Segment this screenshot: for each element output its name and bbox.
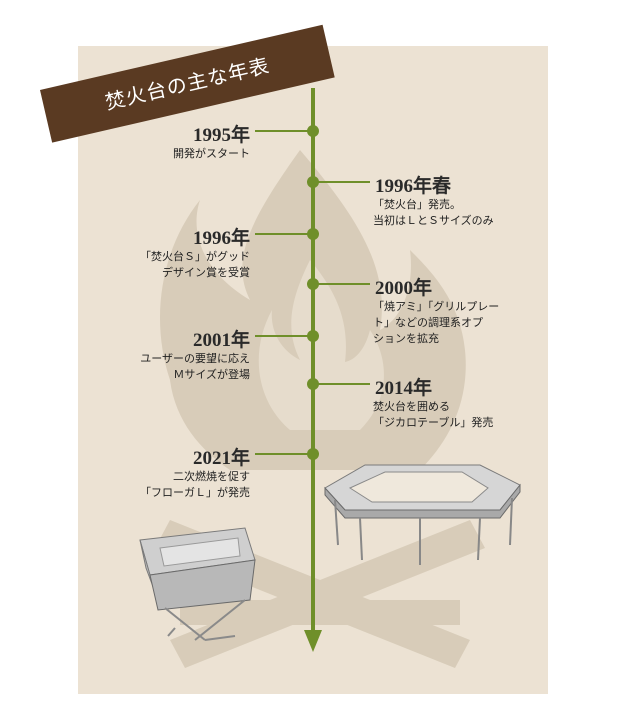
event-year: 1996年 [192, 228, 250, 249]
event-year: 2014年 [375, 378, 433, 399]
node-2014 [307, 378, 319, 390]
node-1996-spring [307, 176, 319, 188]
log-bottom-icon [180, 600, 460, 625]
event-year: 1996年春 [375, 176, 452, 197]
flame-inner-icon [258, 260, 384, 430]
node-2000 [307, 278, 319, 290]
log-right-icon [170, 520, 485, 668]
event-description: 「焚火台」発売。 当初はＬとＳサイズのみ [373, 198, 494, 227]
event-year: 1995年 [192, 125, 250, 146]
event-description: 二次燃焼を促す 「フローガＬ」が発売 [140, 470, 250, 499]
jikaro-table-illustration [324, 464, 521, 565]
event-year: 2000年 [375, 278, 433, 299]
event-year: 2001年 [192, 330, 250, 351]
node-1996 [307, 228, 319, 240]
node-1995 [307, 125, 319, 137]
firepit-flogas-illustration [139, 527, 256, 641]
node-2001 [307, 330, 319, 342]
event-description: 「焚火台Ｓ」がグッド デザイン賞を受賞 [140, 250, 250, 279]
event-description: 開発がスタート [173, 147, 250, 160]
event-description: 焚火台を囲める 「ジカロテーブル」発売 [373, 400, 494, 429]
timeline-arrowhead [304, 630, 322, 652]
node-2021 [307, 448, 319, 460]
event-description: ユーザーの要望に応え Ｍサイズが登場 [140, 352, 250, 381]
event-year: 2021年 [192, 448, 250, 469]
event-description: 「焼アミ」「グリルプレー ト」などの調理系オプ ションを拡充 [373, 300, 500, 345]
